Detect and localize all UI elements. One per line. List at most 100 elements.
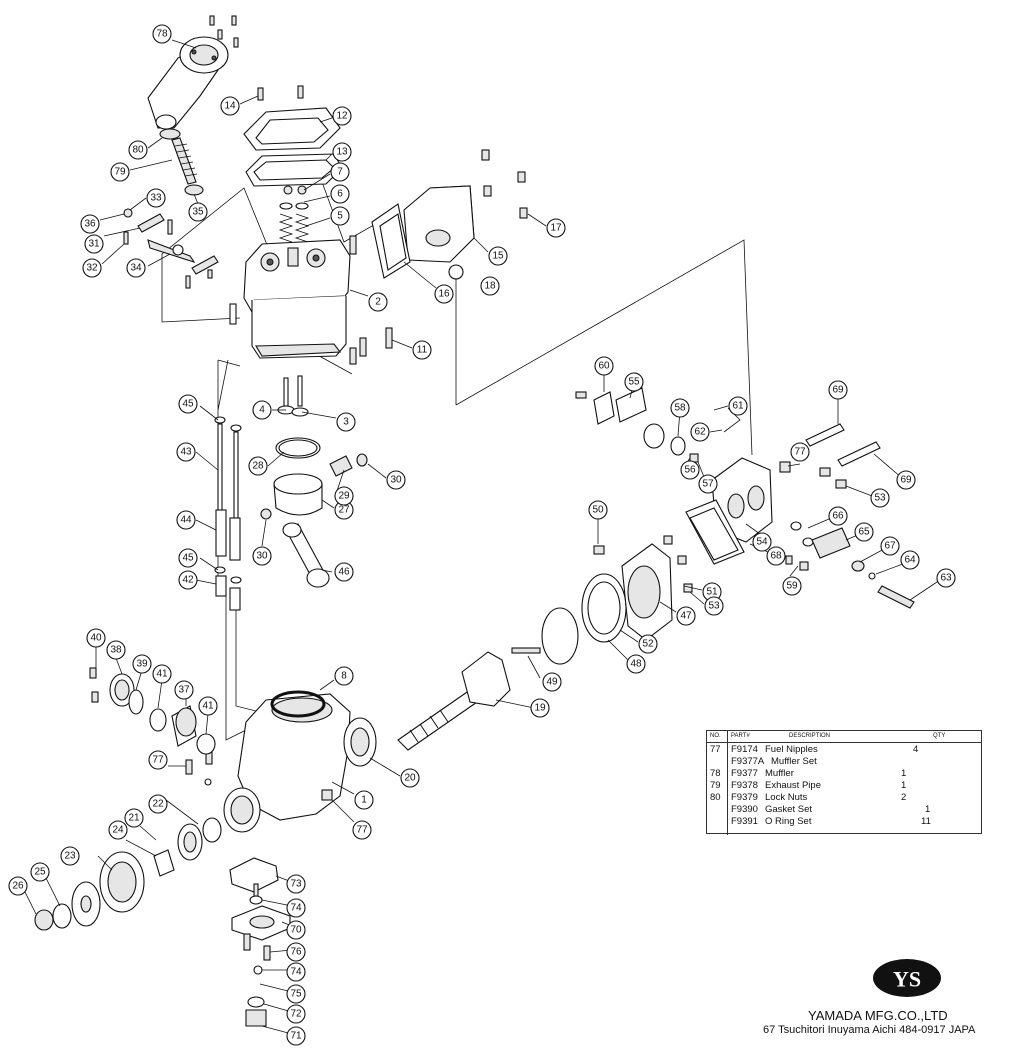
callout-11: 11 bbox=[412, 340, 432, 360]
svg-text:45: 45 bbox=[182, 553, 194, 564]
callout-leaders bbox=[21, 39, 941, 1035]
svg-text:34: 34 bbox=[130, 263, 142, 274]
header-description: DESCRIPTION bbox=[789, 733, 831, 739]
svg-text:78: 78 bbox=[156, 29, 168, 40]
callout-52: 52 bbox=[638, 634, 658, 654]
callout-8: 8 bbox=[334, 666, 354, 686]
svg-text:63: 63 bbox=[940, 573, 952, 584]
callout-33: 33 bbox=[146, 188, 166, 208]
svg-text:24: 24 bbox=[112, 825, 124, 836]
svg-text:16: 16 bbox=[438, 289, 450, 300]
svg-text:6: 6 bbox=[337, 189, 343, 200]
callout-80: 80 bbox=[128, 140, 148, 160]
svg-text:17: 17 bbox=[550, 223, 562, 234]
svg-text:26: 26 bbox=[12, 881, 24, 892]
callout-24: 24 bbox=[108, 820, 128, 840]
svg-text:68: 68 bbox=[770, 551, 782, 562]
svg-text:29: 29 bbox=[338, 491, 350, 502]
callout-30-bottom: 30 bbox=[252, 546, 272, 566]
svg-text:27: 27 bbox=[338, 505, 350, 516]
callout-29: 29 bbox=[334, 486, 354, 506]
svg-text:45: 45 bbox=[182, 399, 194, 410]
callout-60: 60 bbox=[594, 356, 614, 376]
callout-2: 2 bbox=[368, 292, 388, 312]
svg-text:41: 41 bbox=[202, 701, 214, 712]
svg-text:75: 75 bbox=[290, 989, 302, 1000]
svg-text:14: 14 bbox=[224, 101, 236, 112]
callout-67: 67 bbox=[880, 536, 900, 556]
svg-text:59: 59 bbox=[786, 581, 798, 592]
svg-text:43: 43 bbox=[180, 447, 192, 458]
callout-40: 40 bbox=[86, 628, 106, 648]
muffler-assembly bbox=[147, 15, 239, 196]
svg-text:39: 39 bbox=[136, 659, 148, 670]
svg-text:47: 47 bbox=[680, 611, 692, 622]
svg-text:33: 33 bbox=[150, 193, 162, 204]
callout-49: 49 bbox=[542, 672, 562, 692]
callout-45-top: 45 bbox=[178, 394, 198, 414]
callout-41-left: 41 bbox=[152, 664, 172, 684]
svg-text:8: 8 bbox=[341, 671, 347, 682]
svg-text:20: 20 bbox=[404, 773, 416, 784]
callout-79: 79 bbox=[110, 162, 130, 182]
svg-text:60: 60 bbox=[598, 361, 610, 372]
rocker-box bbox=[371, 149, 528, 280]
callout-48: 48 bbox=[626, 654, 646, 674]
callout-34: 34 bbox=[126, 258, 146, 278]
pushrods bbox=[214, 416, 242, 611]
svg-text:51: 51 bbox=[706, 587, 718, 598]
svg-text:40: 40 bbox=[90, 633, 102, 644]
company-name: YAMADA MFG.CO.,LTD bbox=[808, 1008, 948, 1023]
callout-5: 5 bbox=[330, 206, 350, 226]
svg-text:22: 22 bbox=[152, 799, 164, 810]
bottom-cover-assembly bbox=[229, 857, 291, 1027]
callout-69-upper: 69 bbox=[828, 380, 848, 400]
svg-text:57: 57 bbox=[702, 479, 714, 490]
callout-65: 65 bbox=[854, 522, 874, 542]
svg-text:21: 21 bbox=[128, 813, 140, 824]
rocker-cover bbox=[243, 85, 343, 187]
callout-77-carb: 77 bbox=[790, 442, 810, 462]
svg-text:13: 13 bbox=[336, 147, 348, 158]
svg-text:53: 53 bbox=[874, 493, 886, 504]
svg-text:53: 53 bbox=[708, 601, 720, 612]
callout-57: 57 bbox=[698, 474, 718, 494]
callout-59: 59 bbox=[782, 576, 802, 596]
callout-74-lower: 74 bbox=[286, 962, 306, 982]
svg-text:11: 11 bbox=[417, 345, 428, 356]
svg-text:54: 54 bbox=[756, 537, 768, 548]
callout-6: 6 bbox=[330, 184, 350, 204]
callout-20: 20 bbox=[400, 768, 420, 788]
callout-42: 42 bbox=[178, 570, 198, 590]
header-qty: QTY bbox=[933, 733, 946, 739]
callout-76: 76 bbox=[286, 942, 306, 962]
valves bbox=[277, 375, 309, 417]
svg-text:77: 77 bbox=[794, 447, 806, 458]
svg-text:32: 32 bbox=[86, 263, 98, 274]
callout-70: 70 bbox=[286, 920, 306, 940]
svg-text:37: 37 bbox=[178, 685, 190, 696]
callout-71: 71 bbox=[286, 1026, 306, 1046]
header-no: NO. bbox=[710, 733, 721, 739]
callout-43: 43 bbox=[176, 442, 196, 462]
svg-text:28: 28 bbox=[252, 461, 264, 472]
svg-text:56: 56 bbox=[684, 465, 696, 476]
callout-31: 31 bbox=[84, 234, 104, 254]
callout-45-bottom: 45 bbox=[178, 548, 198, 568]
svg-text:73: 73 bbox=[290, 879, 302, 890]
svg-text:41: 41 bbox=[156, 669, 168, 680]
svg-text:36: 36 bbox=[84, 219, 96, 230]
svg-text:74: 74 bbox=[290, 903, 302, 914]
svg-text:30: 30 bbox=[256, 551, 268, 562]
svg-text:48: 48 bbox=[630, 659, 642, 670]
svg-text:52: 52 bbox=[642, 639, 654, 650]
callout-25: 25 bbox=[30, 862, 50, 882]
svg-text:5: 5 bbox=[337, 211, 343, 222]
svg-text:62: 62 bbox=[694, 427, 706, 438]
svg-text:1: 1 bbox=[361, 795, 367, 806]
